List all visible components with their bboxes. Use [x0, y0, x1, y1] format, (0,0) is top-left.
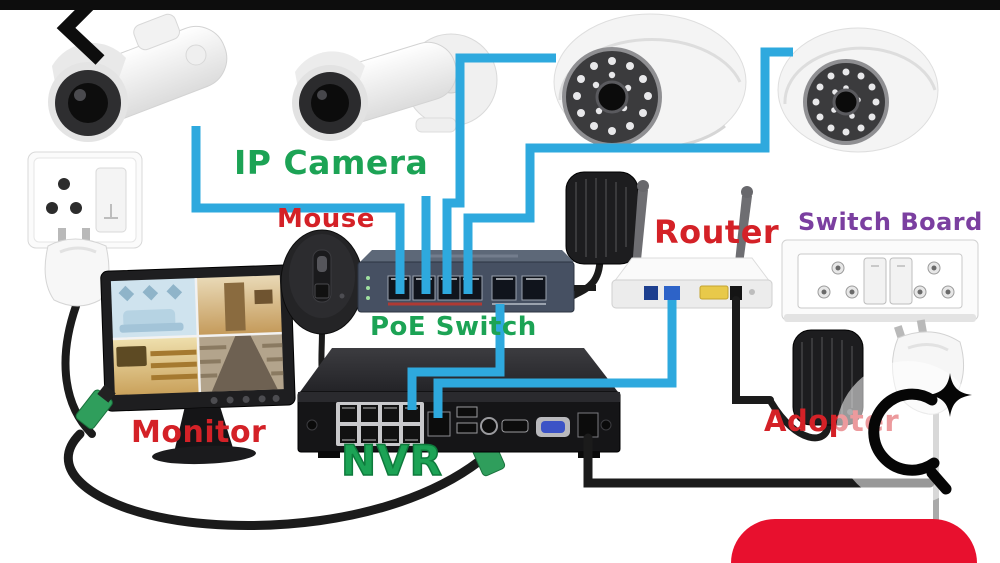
label-mouse: Mouse	[277, 204, 375, 234]
cable-hdmi-monitor-nvr	[63, 429, 492, 531]
cable-dome1-poe	[442, 53, 556, 294]
hdmi-connector-monitor	[75, 384, 116, 430]
bullet-ip-camera-1	[48, 13, 228, 142]
blue-network-cables	[191, 47, 793, 418]
bullet-ip-camera-2	[292, 33, 498, 141]
white-power-plug-left	[44, 228, 110, 307]
lens-icon-backdrop	[836, 361, 980, 505]
cable-nvr-power	[583, 433, 935, 488]
poe-switch	[357, 250, 596, 313]
label-ip-camera: IP Camera	[234, 143, 429, 182]
label-router: Router	[654, 213, 780, 251]
top-bar	[0, 0, 1000, 10]
wall-socket	[27, 151, 143, 249]
label-switch-board: Switch Board	[798, 208, 983, 236]
monitor-screen	[110, 275, 284, 396]
wifi-router	[611, 180, 773, 309]
search-lens-icon[interactable]	[828, 355, 988, 515]
label-monitor: Monitor	[131, 415, 267, 450]
dome-ip-camera-2	[777, 27, 939, 153]
cable-poe-nvr	[407, 304, 505, 410]
label-poe-switch: PoE Switch	[370, 312, 537, 342]
switch-board	[781, 239, 979, 322]
cable-dome2-poe	[463, 47, 793, 294]
monitor	[100, 264, 296, 465]
usb-mouse	[280, 229, 364, 335]
cable-router-nvr	[433, 300, 677, 418]
red-action-button[interactable]	[731, 519, 977, 563]
back-chevron-icon[interactable]	[52, 0, 112, 70]
dome-ip-camera-1	[553, 13, 747, 151]
label-nvr: NVR	[340, 436, 443, 485]
cable-router-power	[732, 296, 774, 404]
cable-cam1-poe	[191, 126, 405, 294]
